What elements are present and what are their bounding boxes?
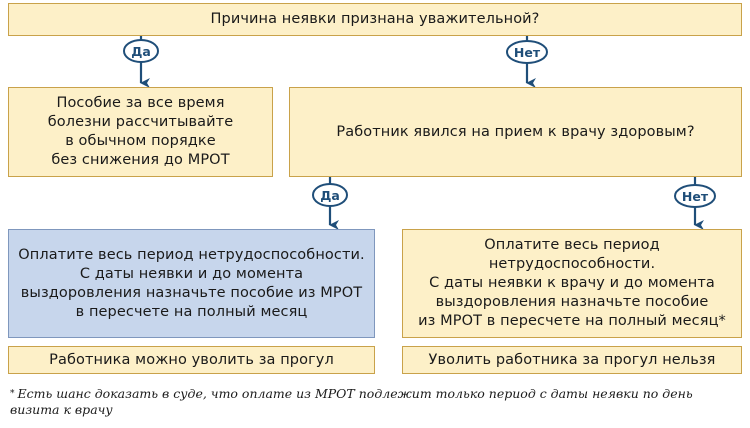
question-2-text: Работник явился на прием к врачу здоровы…: [336, 123, 695, 140]
outcome-yes-2-box: Работника можно уволить за прогул: [8, 346, 375, 374]
edge-q1-yes: Да: [123, 36, 159, 88]
result-yes-1-text: Пособие за все время болезни рассчитывай…: [47, 95, 234, 168]
question-2-box: Работник явился на прием к врачу здоровы…: [289, 87, 742, 177]
no-badge-2: [674, 184, 716, 208]
edge-q2-no: Нет: [674, 177, 716, 230]
question-1-text: Причина неявки признана уважительной?: [210, 11, 540, 27]
result-yes-1-box: Пособие за все время болезни рассчитывай…: [8, 87, 273, 177]
result-no-2-text: Оплатите весь период нетрудоспособности.…: [418, 237, 726, 329]
yes-label-2: Да: [320, 188, 340, 203]
outcome-no-2-text: Уволить работника за прогул нельзя: [428, 351, 716, 368]
result-no-2-box: Оплатите весь период нетрудоспособности.…: [402, 229, 742, 338]
footnote-marker: *: [10, 389, 15, 399]
result-yes-2-text: Оплатите весь период нетрудоспособности.…: [18, 246, 365, 320]
question-1-box: Причина неявки признана уважительной?: [8, 3, 742, 36]
edge-q2-yes: Да: [312, 177, 348, 230]
yes-label-1: Да: [131, 44, 151, 59]
yes-badge-2: [312, 183, 348, 207]
edge-q1-no: Нет: [506, 36, 548, 88]
no-label-2: Нет: [682, 189, 709, 204]
footnote: *Есть шанс доказать в суде, что оплате и…: [10, 386, 740, 418]
no-badge-1: [506, 40, 548, 64]
no-label-1: Нет: [514, 45, 541, 60]
footnote-text: Есть шанс доказать в суде, что оплате из…: [10, 386, 693, 417]
result-yes-2-box: Оплатите весь период нетрудоспособности.…: [8, 229, 375, 338]
yes-badge-1: [123, 39, 159, 63]
outcome-no-2-box: Уволить работника за прогул нельзя: [402, 346, 742, 374]
outcome-yes-2-text: Работника можно уволить за прогул: [49, 351, 334, 368]
